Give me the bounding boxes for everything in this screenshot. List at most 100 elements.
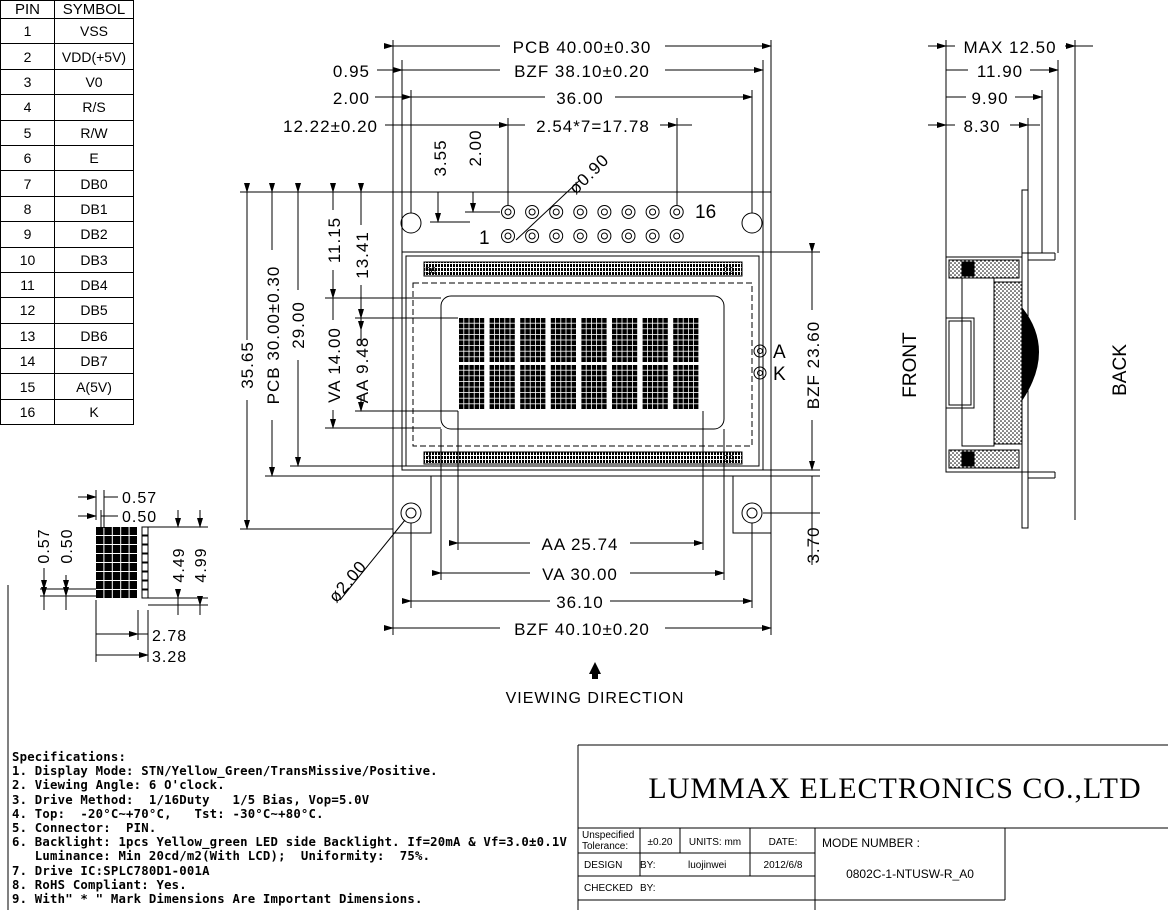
lcd-dot — [500, 376, 505, 381]
lcd-dot — [520, 323, 525, 329]
lcd-char-cell — [489, 318, 515, 362]
lcd-dot — [489, 376, 494, 381]
lcd-dot — [591, 365, 597, 370]
lcd-dot — [627, 318, 632, 323]
lcd-dot — [688, 329, 694, 334]
lcd-dot — [663, 393, 668, 398]
lcd-dot — [525, 365, 530, 370]
lcd-dot — [627, 334, 632, 340]
pin-number: 4 — [0, 94, 55, 121]
lcd-dot — [500, 318, 505, 323]
lcd-dot — [694, 370, 699, 376]
lcd-dot — [469, 329, 474, 334]
pin-number: 16 — [0, 398, 55, 426]
lcd-dot — [663, 340, 668, 346]
pin-hole-inner — [625, 208, 632, 216]
lcd-dot — [642, 318, 647, 323]
detail-dot — [129, 590, 137, 598]
lcd-dot — [642, 376, 647, 381]
lcd-dot — [550, 376, 556, 381]
lcd-dot — [688, 340, 694, 346]
lcd-dot — [688, 387, 694, 393]
lcd-dot — [617, 387, 622, 393]
lcd-dot — [550, 365, 556, 370]
lcd-dot — [642, 393, 647, 398]
lcd-dot — [520, 387, 525, 393]
lcd-dot — [464, 398, 469, 404]
lcd-dot — [561, 376, 566, 381]
lcd-dot — [489, 329, 494, 334]
lcd-dot — [632, 404, 638, 409]
detail-dot — [129, 554, 137, 562]
lcd-dot — [556, 357, 561, 362]
detail-dot-outline — [141, 535, 149, 545]
lcd-dot — [474, 346, 479, 351]
lcd-dot — [678, 346, 683, 351]
lcd-dot — [494, 404, 500, 409]
lcd-dot — [673, 318, 678, 323]
mode-number-label: MODE NUMBER : — [822, 836, 920, 850]
lcd-dot — [617, 323, 622, 329]
lcd-dot — [612, 340, 617, 346]
detail-dot — [129, 536, 137, 544]
lcd-dot — [474, 398, 479, 404]
detail-dot — [96, 554, 104, 562]
lcd-dot — [694, 387, 699, 393]
lcd-dot — [658, 365, 663, 370]
lcd-dot — [653, 357, 658, 362]
lcd-dot — [678, 404, 683, 409]
lcd-dot — [678, 381, 683, 387]
lcd-dot — [632, 381, 638, 387]
lcd-dot — [469, 387, 474, 393]
design-label: DESIGN — [584, 860, 622, 871]
lcd-dot — [556, 398, 561, 404]
lcd-dot — [459, 387, 464, 393]
lcd-dot — [550, 393, 556, 398]
lcd-dot — [510, 404, 515, 409]
lcd-dot — [489, 370, 494, 376]
lcd-dot — [622, 340, 627, 346]
lcd-dot — [556, 404, 561, 409]
checked-label: CHECKED — [584, 883, 633, 894]
lcd-dot — [510, 346, 515, 351]
lcd-dot — [591, 334, 597, 340]
lcd-dot — [653, 387, 658, 393]
lcd-dot — [520, 376, 525, 381]
pin-hole — [597, 205, 612, 219]
lcd-dot — [530, 357, 535, 362]
lcd-char-cell — [520, 318, 546, 362]
lcd-dot — [464, 351, 469, 357]
hole-dia-label: ø0.90 — [565, 150, 613, 198]
lcd-dot — [469, 404, 474, 409]
lcd-dot — [530, 393, 535, 398]
detail-dot-outline — [141, 571, 149, 581]
detail-dot — [121, 554, 129, 562]
lcd-dot — [479, 387, 485, 393]
lcd-dot — [489, 398, 494, 404]
detail-dot — [121, 563, 129, 571]
lcd-dot — [474, 387, 479, 393]
dim-36: 36.00 — [556, 89, 604, 108]
pin-hole-inner — [504, 232, 512, 240]
lcd-dot — [683, 404, 688, 409]
lcd-dot — [561, 329, 566, 334]
lcd-char-cell — [612, 365, 638, 409]
lcd-dot — [581, 365, 586, 370]
lcd-dot — [658, 323, 663, 329]
lcd-dot — [683, 387, 688, 393]
lcd-dot — [632, 376, 638, 381]
company-name: LUMMAX ELECTRONICS CO.,LTD — [648, 772, 1141, 805]
lcd-dot — [597, 381, 602, 387]
lcd-dot — [479, 329, 485, 334]
lcd-dot — [653, 365, 658, 370]
lcd-char-cell — [581, 365, 607, 409]
lcd-dot — [566, 329, 571, 334]
lcd-dot — [541, 357, 546, 362]
lcd-dot — [494, 318, 500, 323]
lcd-dot — [694, 318, 699, 323]
lcd-dot — [464, 323, 469, 329]
dim-370: 3.70 — [804, 526, 823, 563]
lcd-dot — [683, 351, 688, 357]
